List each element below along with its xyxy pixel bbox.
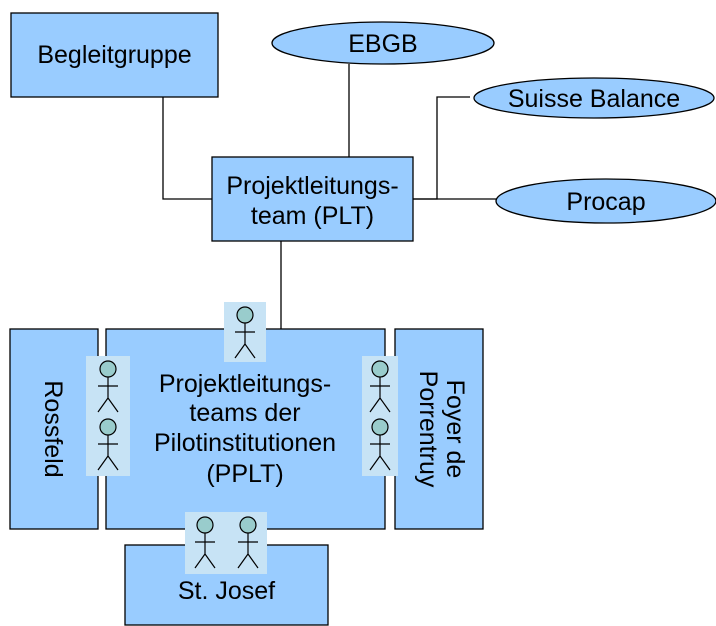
- person-icon: [194, 516, 216, 569]
- begleitgruppe-label: Begleitgruppe: [37, 41, 191, 69]
- plt-label-line1: Projektleitungs-: [226, 172, 398, 200]
- plt-box: [211, 156, 414, 242]
- connector-begleitgruppe-plt: [162, 97, 212, 200]
- person-icon: [234, 306, 256, 359]
- ppl-label-line1: Projektleitungs-: [159, 370, 331, 398]
- begleitgruppe-box: [10, 12, 219, 98]
- ppl-label-line2: teams der: [189, 399, 300, 427]
- person-icon: [97, 418, 119, 471]
- rossfeld-box: [9, 328, 99, 530]
- foyer-box: [394, 328, 484, 530]
- foyer-label-line2: Porrentruy: [414, 371, 442, 488]
- procap-label: Procap: [566, 188, 645, 216]
- ebgb-label: EBGB: [348, 30, 417, 58]
- ppl-label-line4: (PPLT): [206, 460, 283, 488]
- suisse-balance-label: Suisse Balance: [508, 85, 680, 113]
- ppl-label-line3: Pilotinstitutionen: [154, 429, 336, 457]
- connectors: [162, 64, 497, 329]
- procap-ellipse: [495, 178, 716, 224]
- st-josef-label: St. Josef: [178, 577, 275, 605]
- suisse-balance-ellipse: [473, 77, 715, 119]
- person-icon: [369, 360, 391, 413]
- person-icon: [97, 360, 119, 413]
- person-icon: [237, 516, 259, 569]
- connector-suisse-balance-plt: [413, 96, 470, 200]
- person-icon: [369, 418, 391, 471]
- rossfeld-label: Rossfeld: [39, 380, 67, 477]
- foyer-label-line1: Foyer de: [441, 380, 469, 479]
- plt-label-line2: team (PLT): [251, 202, 374, 230]
- ebgb-ellipse: [271, 21, 495, 65]
